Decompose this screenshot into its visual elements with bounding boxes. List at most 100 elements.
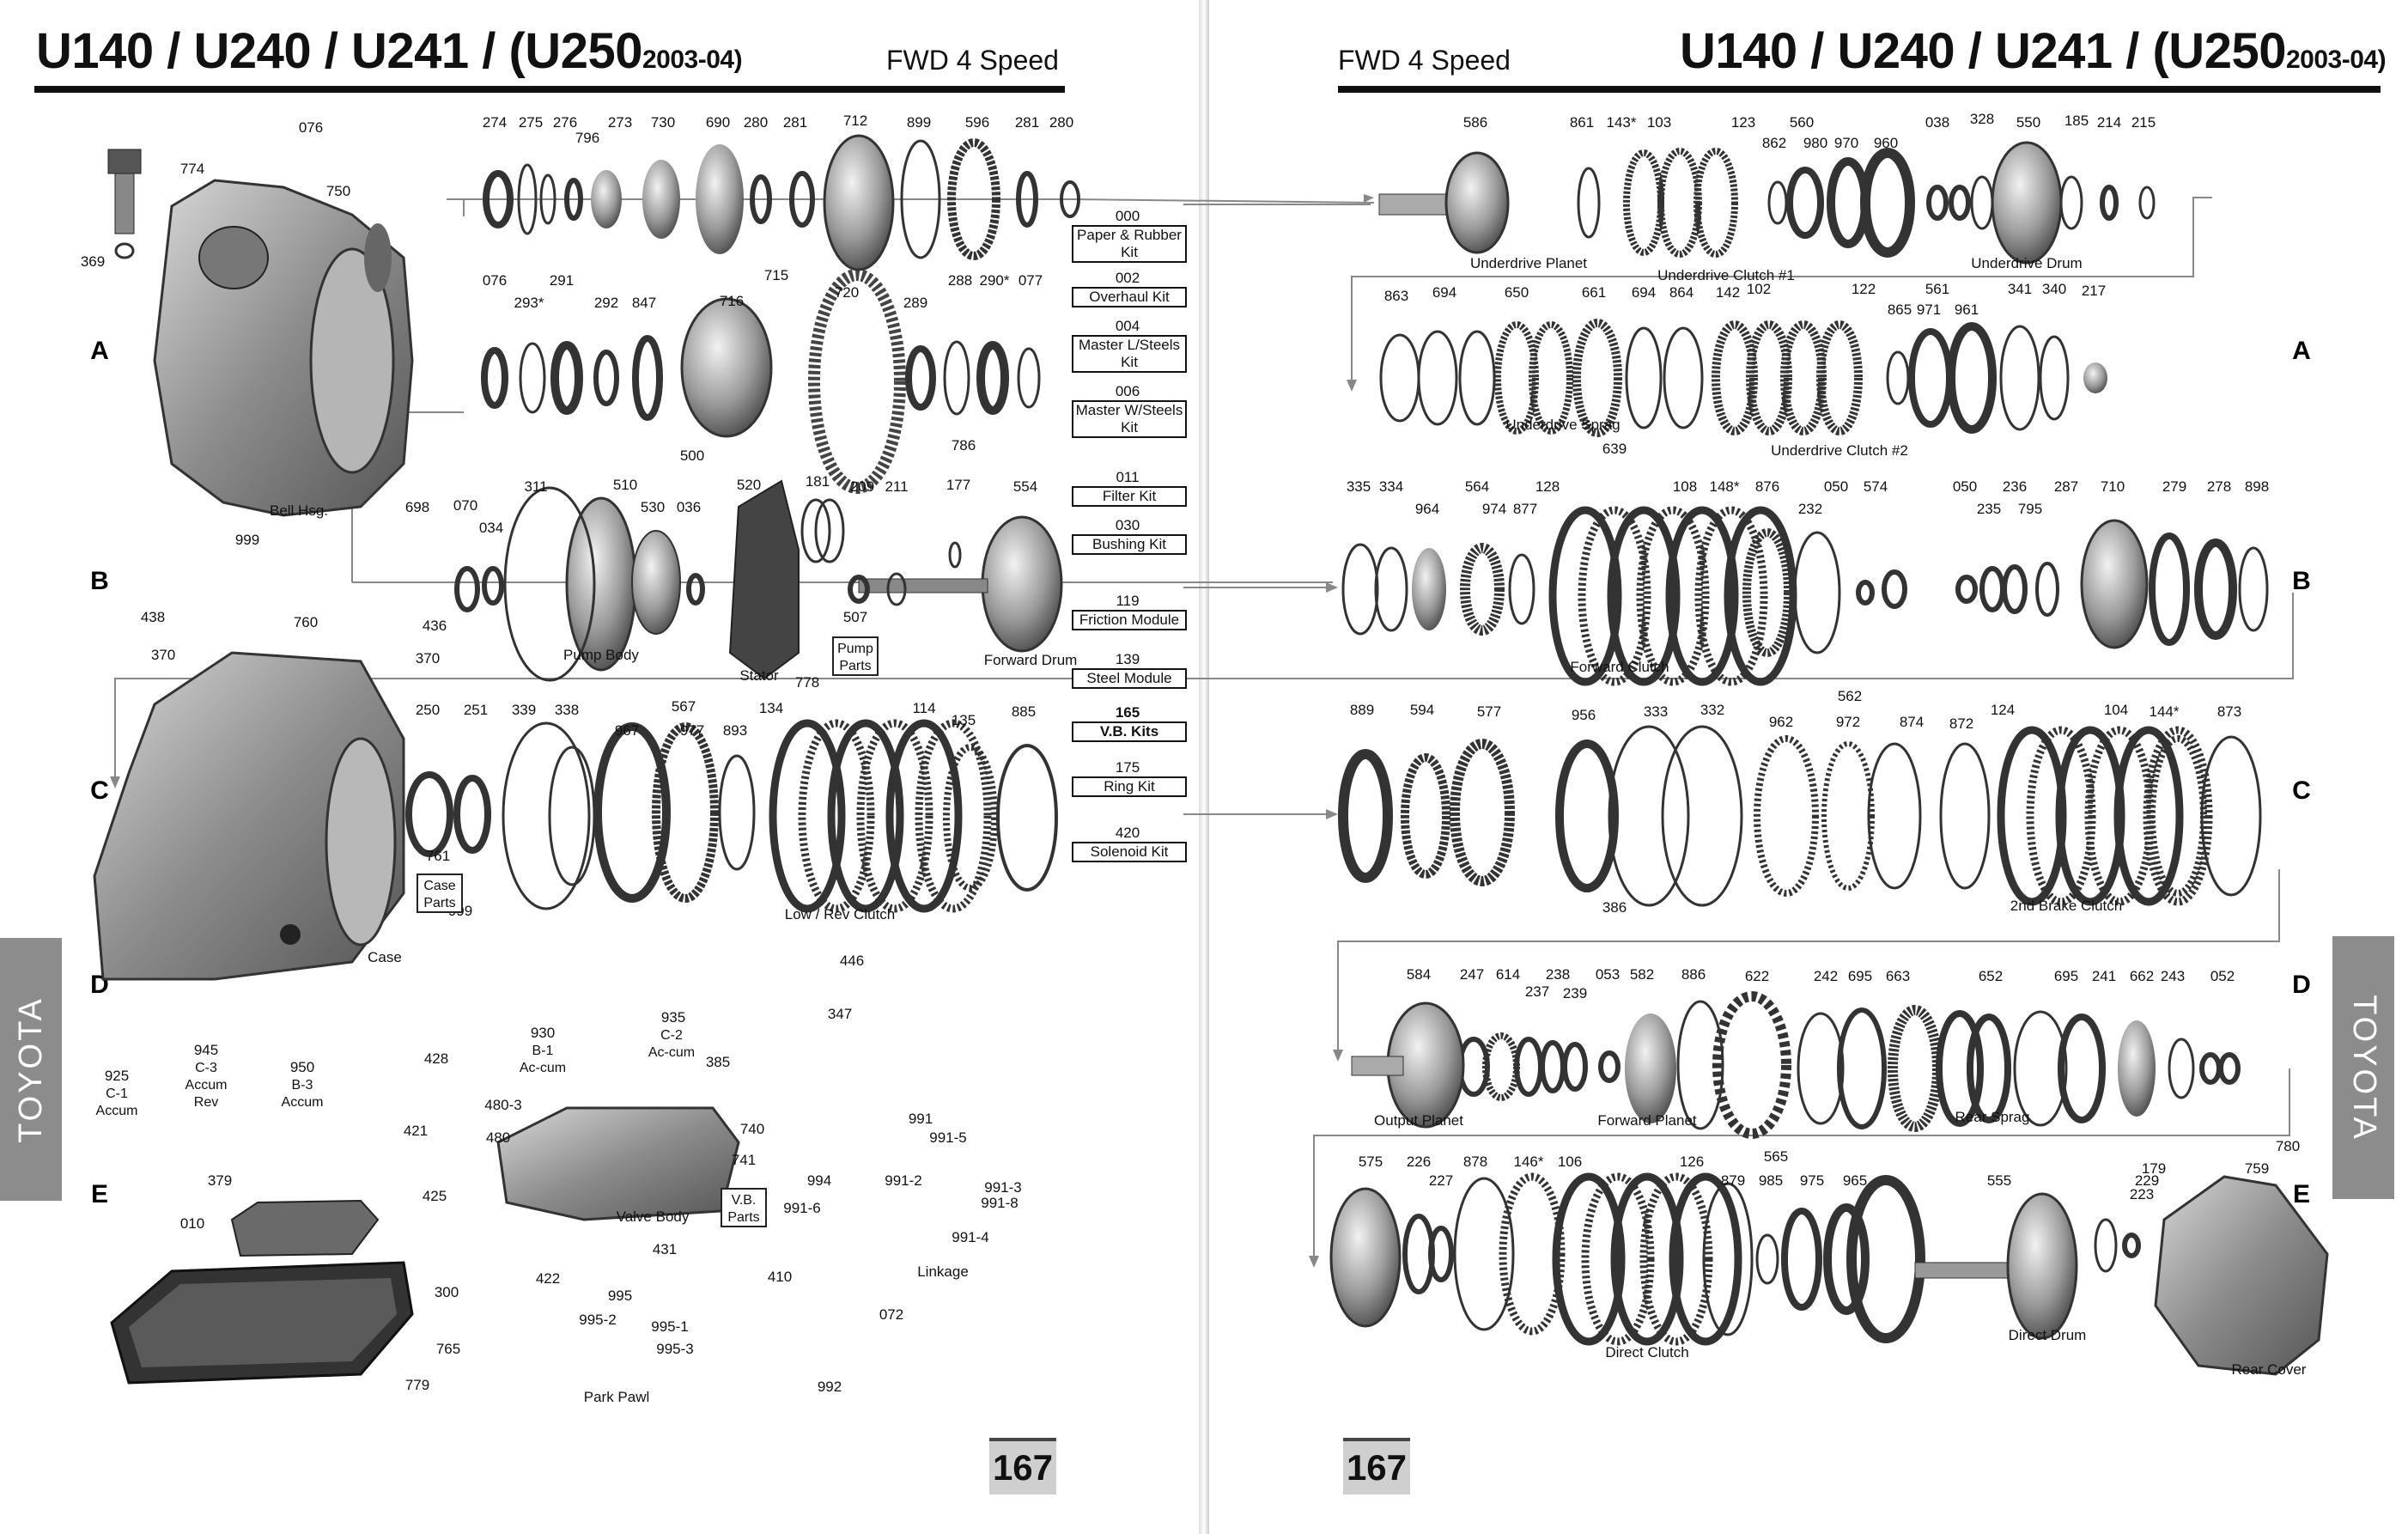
part-number-label: 971 <box>1917 301 1941 318</box>
ring-part <box>1401 753 1450 879</box>
part-number-label: 720 <box>835 284 859 301</box>
ring-part <box>2113 726 2184 906</box>
ring-part <box>885 719 963 913</box>
kit-number: 139 <box>1115 651 1140 667</box>
part-number-label: 550 <box>2016 114 2040 131</box>
part-number-label: 925 <box>105 1068 129 1084</box>
part-number-label: 385 <box>706 1054 730 1070</box>
part-number-label: 662 <box>2130 968 2154 984</box>
part-number-label: 774 <box>180 161 204 177</box>
ring-part <box>886 572 907 606</box>
part-number-label: 340 <box>2042 281 2066 297</box>
part-number-label: 142 <box>1716 284 1740 301</box>
part-number-label: 431 <box>653 1241 677 1257</box>
part-number-label: 339 <box>512 702 536 718</box>
ring-part <box>1636 506 1710 686</box>
part-number-label: 935 <box>661 1009 685 1026</box>
accumulator-label: Ac-cum <box>520 1061 566 1075</box>
ring-part <box>2083 362 2107 393</box>
part-number-label: 567 <box>672 698 696 715</box>
part-number-label: 622 <box>1745 968 1769 984</box>
part-number-label: 614 <box>1496 966 1520 983</box>
ring-part <box>1341 543 1379 636</box>
part-number-label: 428 <box>424 1050 448 1067</box>
ring-part <box>1514 1037 1543 1097</box>
boxed-parts-label: Parts <box>727 1210 759 1225</box>
ring-part <box>1458 330 1496 426</box>
part-number-label: 970 <box>1834 135 1858 151</box>
part-number-label: 577 <box>1477 703 1501 720</box>
part-number-label: 874 <box>1900 714 1924 730</box>
part-number-label: 999 <box>235 532 259 548</box>
part-number-label: 341 <box>2008 281 2032 297</box>
kit-number: 175 <box>1115 759 1140 776</box>
part-number-label: 281 <box>783 114 807 131</box>
part-caption: 2nd Brake Clutch <box>2010 898 2122 914</box>
ring-part <box>1712 991 1791 1139</box>
ring-part <box>519 342 546 414</box>
ring-part <box>1882 569 1907 609</box>
part-number-label: 992 <box>818 1379 842 1395</box>
ring-part <box>1572 319 1622 437</box>
part-number-label: 960 <box>1874 135 1898 151</box>
part-number-label: 480-3 <box>484 1097 521 1113</box>
part-number-label: 288 <box>948 272 972 289</box>
part-number-label: 070 <box>453 497 477 514</box>
ring-part <box>2026 726 2096 906</box>
part-number-label: 582 <box>1630 966 1654 983</box>
part-number-label: 760 <box>294 614 318 630</box>
part-number-label: 574 <box>1864 478 1888 495</box>
part-caption: Valve Body <box>617 1208 690 1225</box>
ring-part <box>1379 333 1420 423</box>
part-number-label: 564 <box>1465 478 1489 495</box>
ring-part <box>2168 1038 2195 1099</box>
part-number-label: 287 <box>2054 478 2078 495</box>
differential-part <box>680 269 906 494</box>
part-number-label: 114 <box>912 700 935 716</box>
ring-part <box>2143 726 2213 906</box>
part-number-label: 961 <box>1955 301 1979 318</box>
part-caption: Rear Sprag <box>1955 1109 2030 1125</box>
part-number-label: 862 <box>1762 135 1786 151</box>
part-number-label: 561 <box>1925 281 1949 297</box>
forward-drum-part <box>858 515 1063 653</box>
ring-part <box>1581 1172 1655 1346</box>
boxed-parts-label: V.B. <box>732 1193 757 1208</box>
part-number-label: 584 <box>1407 966 1431 983</box>
ring-part <box>1694 148 1738 258</box>
ring-part <box>2199 1052 2222 1085</box>
ring-part <box>1755 1233 1779 1285</box>
ring-part <box>2035 562 2059 617</box>
kit-label-box: Filter Kit <box>1072 486 1187 507</box>
ring-part <box>848 575 870 604</box>
ring-part <box>1846 1175 1925 1343</box>
right-header-rule <box>1338 86 2381 93</box>
part-number-label: 300 <box>435 1284 459 1300</box>
part-number-label: 280 <box>1049 114 1073 131</box>
kit-number: 119 <box>1116 593 1140 609</box>
ring-part <box>1712 320 1758 435</box>
part-number-label: 010 <box>180 1215 204 1232</box>
ring-part <box>1598 1050 1621 1083</box>
part-caption: Underdrive Planet <box>1470 255 1587 271</box>
part-number-label: 991-5 <box>929 1129 966 1146</box>
accumulator-label: Ac-cum <box>648 1045 695 1060</box>
ring-part <box>1823 1203 1870 1315</box>
accumulator-label: B-1 <box>532 1044 554 1058</box>
part-number-label: 972 <box>1836 714 1860 730</box>
part-number-label: 215 <box>2131 114 2156 131</box>
kit-number: 011 <box>1116 469 1140 485</box>
part-number-label: 038 <box>1925 114 1949 131</box>
part-number-label: 876 <box>1755 478 1779 495</box>
ring-part <box>1499 1172 1566 1336</box>
part-number-label: 235 <box>1977 501 2001 517</box>
part-number-label: 886 <box>1681 966 1706 983</box>
ring-part <box>800 498 831 563</box>
accumulator-label: Accum <box>96 1104 138 1118</box>
boxed-parts-label: Parts <box>423 896 455 910</box>
ring-part <box>947 138 1000 260</box>
valve-body-part <box>496 1106 740 1221</box>
ring-part <box>503 486 596 682</box>
